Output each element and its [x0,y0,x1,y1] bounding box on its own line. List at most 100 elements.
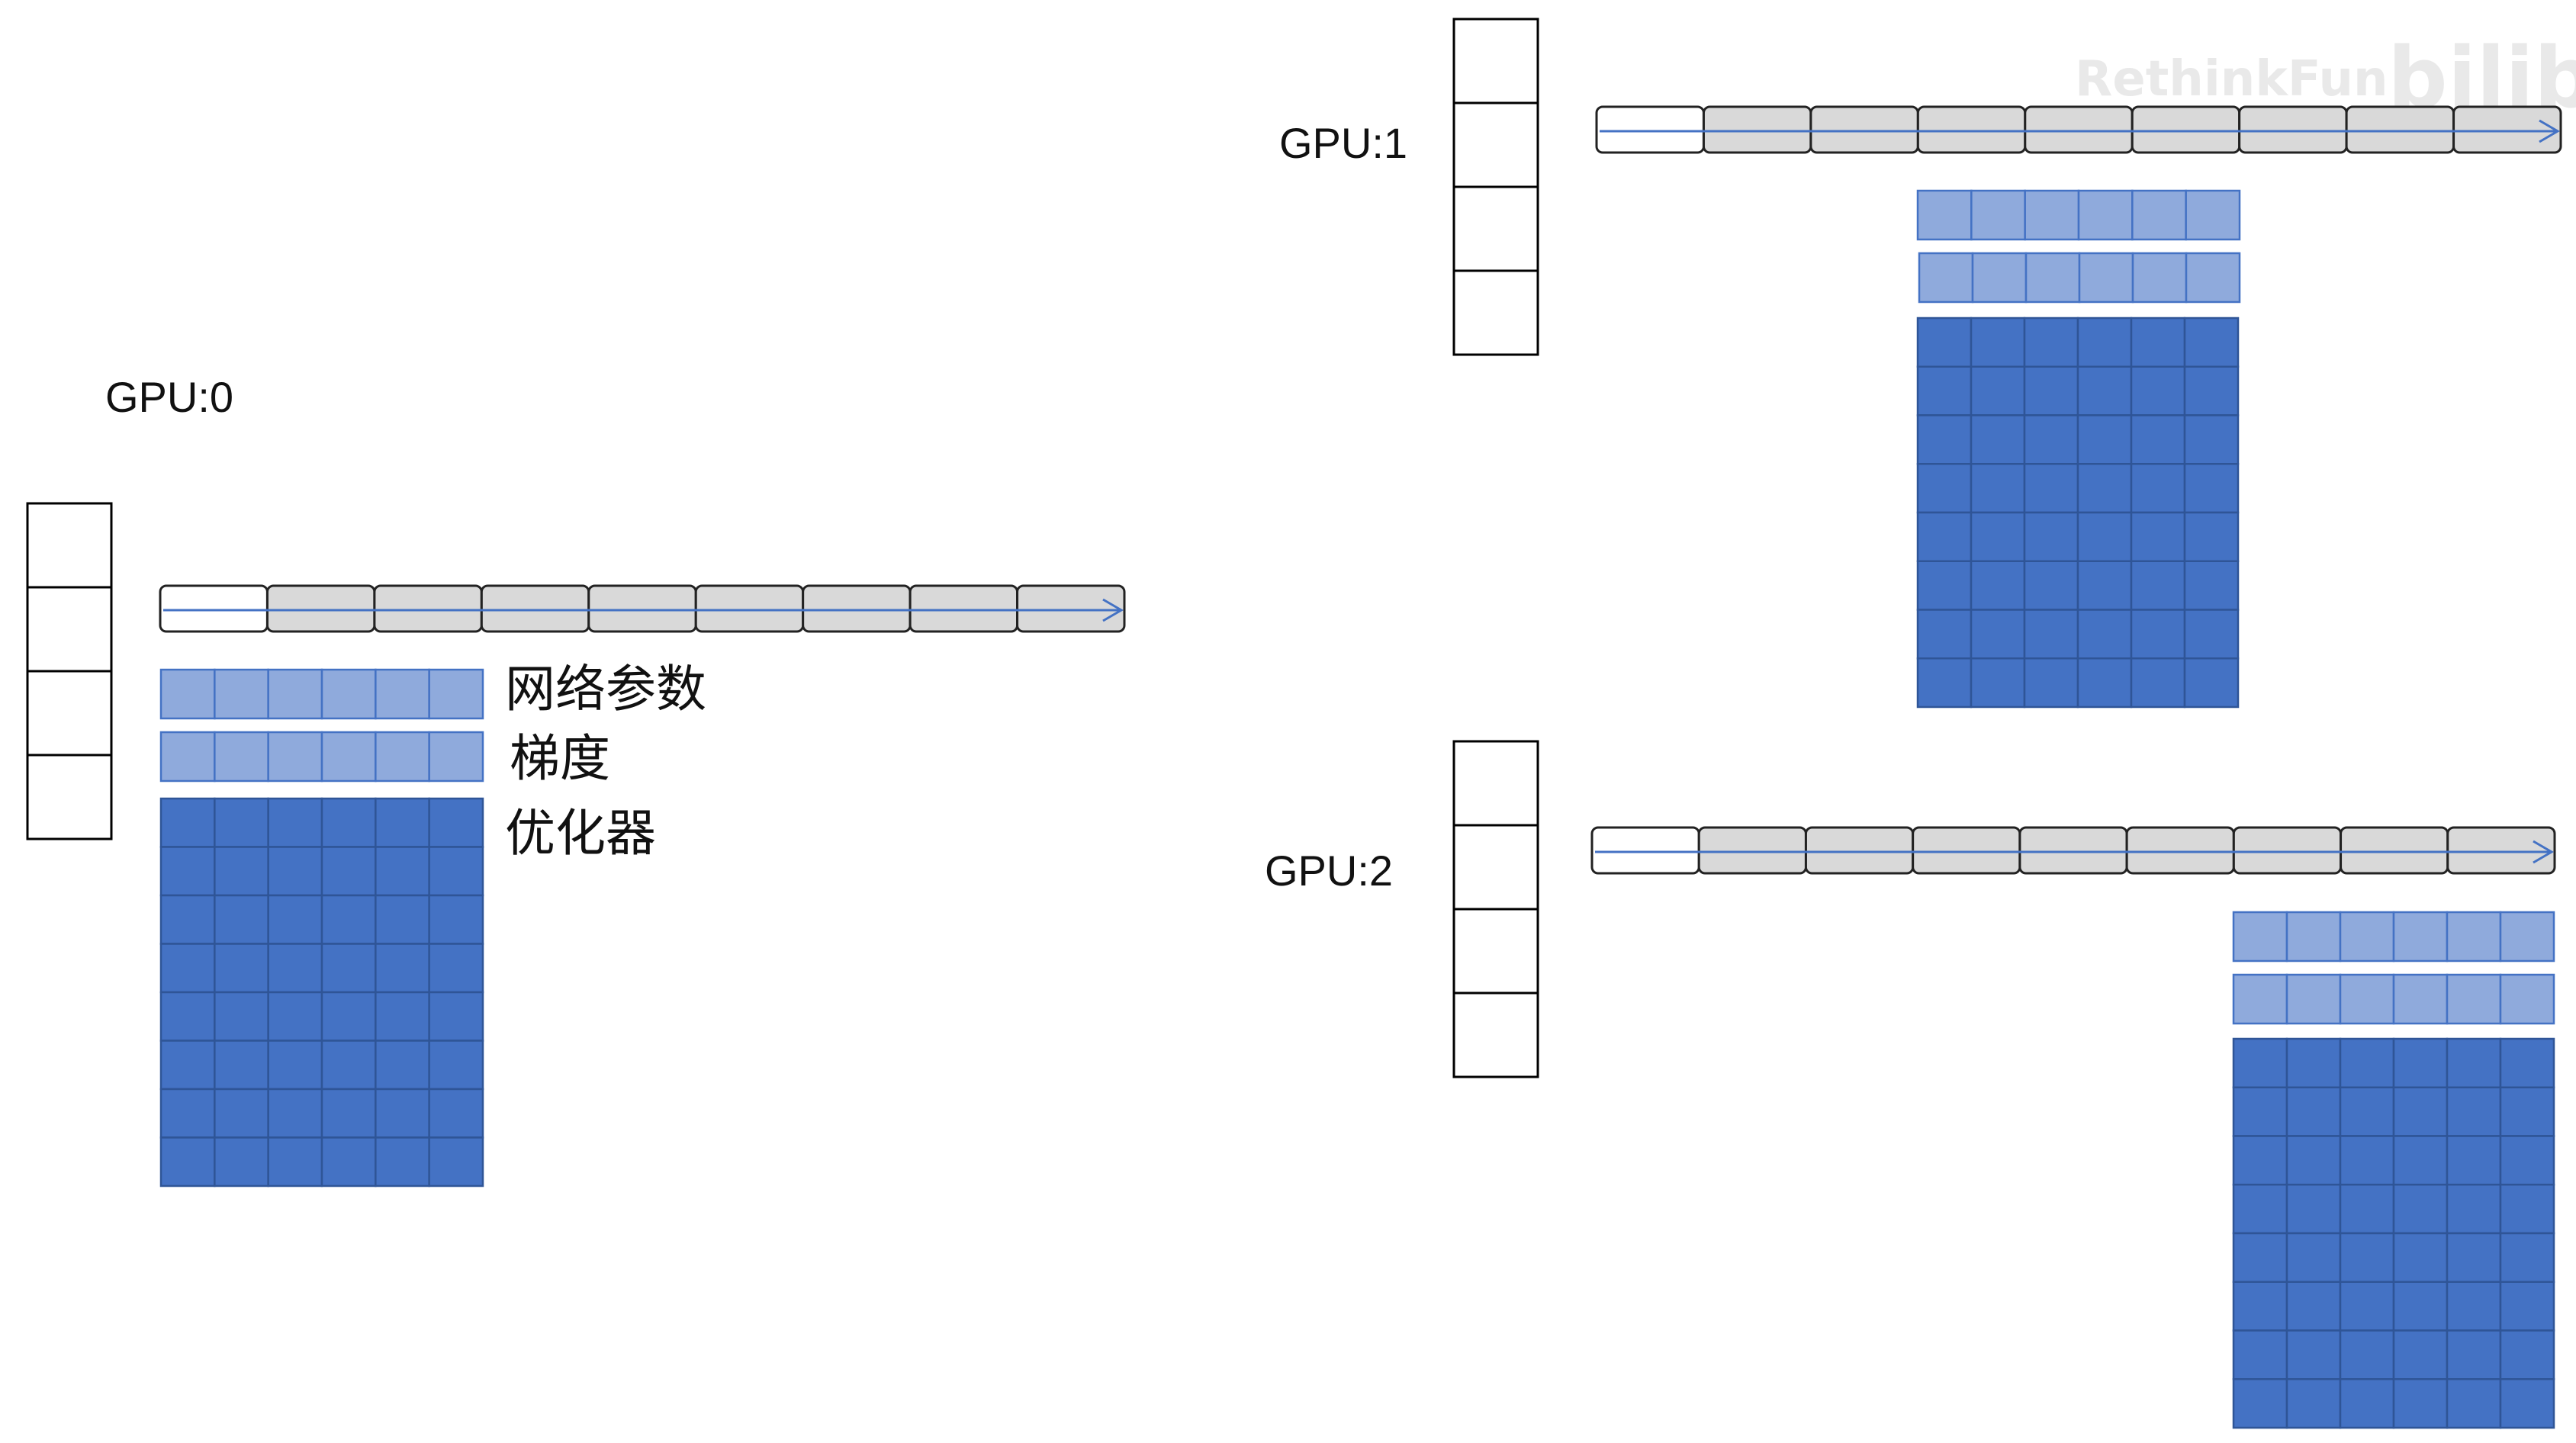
optimizer-cell [2339,1135,2395,1186]
optimizer-cell [2183,317,2240,368]
optimizer-cell [2076,511,2133,562]
optimizer-cell [214,991,269,1042]
param-cell [2339,911,2395,963]
optimizer-cell [2232,1135,2288,1186]
param-cell [1918,252,1974,304]
optimizer-cell [267,943,323,994]
optimizer-cell [1970,560,2026,611]
optimizer-cell [2076,560,2133,611]
forward-arrow-head [1102,598,1124,622]
forward-arrow-head [2539,119,2560,143]
optimizer-cell [214,846,269,897]
layer-segment [1590,826,1700,875]
optimizer-cell [2499,1329,2555,1380]
batch-cell [1452,185,1539,272]
optimizer-cell [1916,365,1973,416]
param-cell [2285,911,2342,963]
optimizer-cell [2446,1086,2502,1137]
layer-segment [373,584,483,633]
legend-params-label: 网络参数 [505,660,706,718]
layer-segment [2131,105,2241,154]
optimizer-cell [214,797,269,848]
optimizer-cell [375,943,430,994]
optimizer-cell [2392,1037,2449,1088]
gpu-0-grads-grid [159,731,484,783]
optimizer-cell [2446,1329,2502,1380]
optimizer-cell [2392,1329,2449,1380]
optimizer-cell [2023,317,2079,368]
param-cell [2392,973,2449,1025]
param-cell [2024,252,2081,304]
optimizer-cell [159,1040,216,1091]
layer-segment [2024,105,2134,154]
optimizer-cell [2499,1232,2555,1283]
optimizer-cell [2023,365,2079,416]
optimizer-cell [320,846,377,897]
optimizer-cell [1916,317,1973,368]
param-cell [2185,189,2241,241]
optimizer-cell [267,991,323,1042]
optimizer-cell [428,846,484,897]
gpu-2-label: GPU:2 [1265,847,1393,895]
optimizer-cell [2285,1378,2342,1429]
layer-segment [2018,826,2128,875]
optimizer-cell [2446,1281,2502,1332]
optimizer-cell [2183,365,2240,416]
layer-segment [1912,826,2021,875]
optimizer-cell [375,1088,430,1139]
optimizer-cell [320,943,377,994]
layer-segment [480,584,590,633]
optimizer-cell [2183,560,2240,611]
param-cell [159,731,216,783]
optimizer-cell [2183,657,2240,709]
optimizer-cell [2392,1184,2449,1235]
optimizer-cell [375,846,430,897]
optimizer-cell [375,894,430,945]
layer-segment [2345,105,2455,154]
optimizer-cell [1970,657,2026,709]
optimizer-cell [2446,1135,2502,1186]
batch-cell [1452,18,1539,104]
optimizer-cell [2392,1281,2449,1332]
batch-cell [1452,824,1539,911]
optimizer-cell [2183,511,2240,562]
optimizer-cell [159,894,216,945]
param-cell [214,668,269,720]
optimizer-cell [320,797,377,848]
gpu-1-grads-grid [1918,252,2241,304]
optimizer-cell [159,1088,216,1139]
batch-cell [26,754,113,840]
optimizer-cell [2232,1184,2288,1235]
param-cell [2185,252,2241,304]
param-cell [2078,252,2134,304]
param-cell [159,668,216,720]
batch-cell [26,502,113,589]
gpu-2-grads-grid [2232,973,2555,1025]
optimizer-cell [320,894,377,945]
param-cell [267,731,323,783]
optimizer-cell [2392,1232,2449,1283]
optimizer-cell [428,797,484,848]
optimizer-cell [1916,560,1973,611]
layer-segment [1702,105,1812,154]
param-cell [1916,189,1973,241]
optimizer-cell [2183,414,2240,465]
layer-segment [265,584,376,633]
optimizer-cell [267,894,323,945]
optimizer-cell [2130,609,2186,660]
layer-segment [2232,826,2343,875]
optimizer-cell [2499,1135,2555,1186]
optimizer-cell [2023,414,2079,465]
optimizer-cell [428,894,484,945]
optimizer-cell [2446,1232,2502,1283]
param-cell [2446,973,2502,1025]
gpu-1-params-grid [1916,189,2241,241]
batch-cell [1452,740,1539,827]
optimizer-cell [2285,1281,2342,1332]
optimizer-cell [2339,1281,2395,1332]
gpu-2-batch-column [1452,740,1539,1078]
gpu-1-optimizer-grid [1916,317,2240,709]
optimizer-cell [2339,1329,2395,1380]
optimizer-cell [2392,1086,2449,1137]
gpu-2-panel: GPU:2 [1265,740,2556,1429]
